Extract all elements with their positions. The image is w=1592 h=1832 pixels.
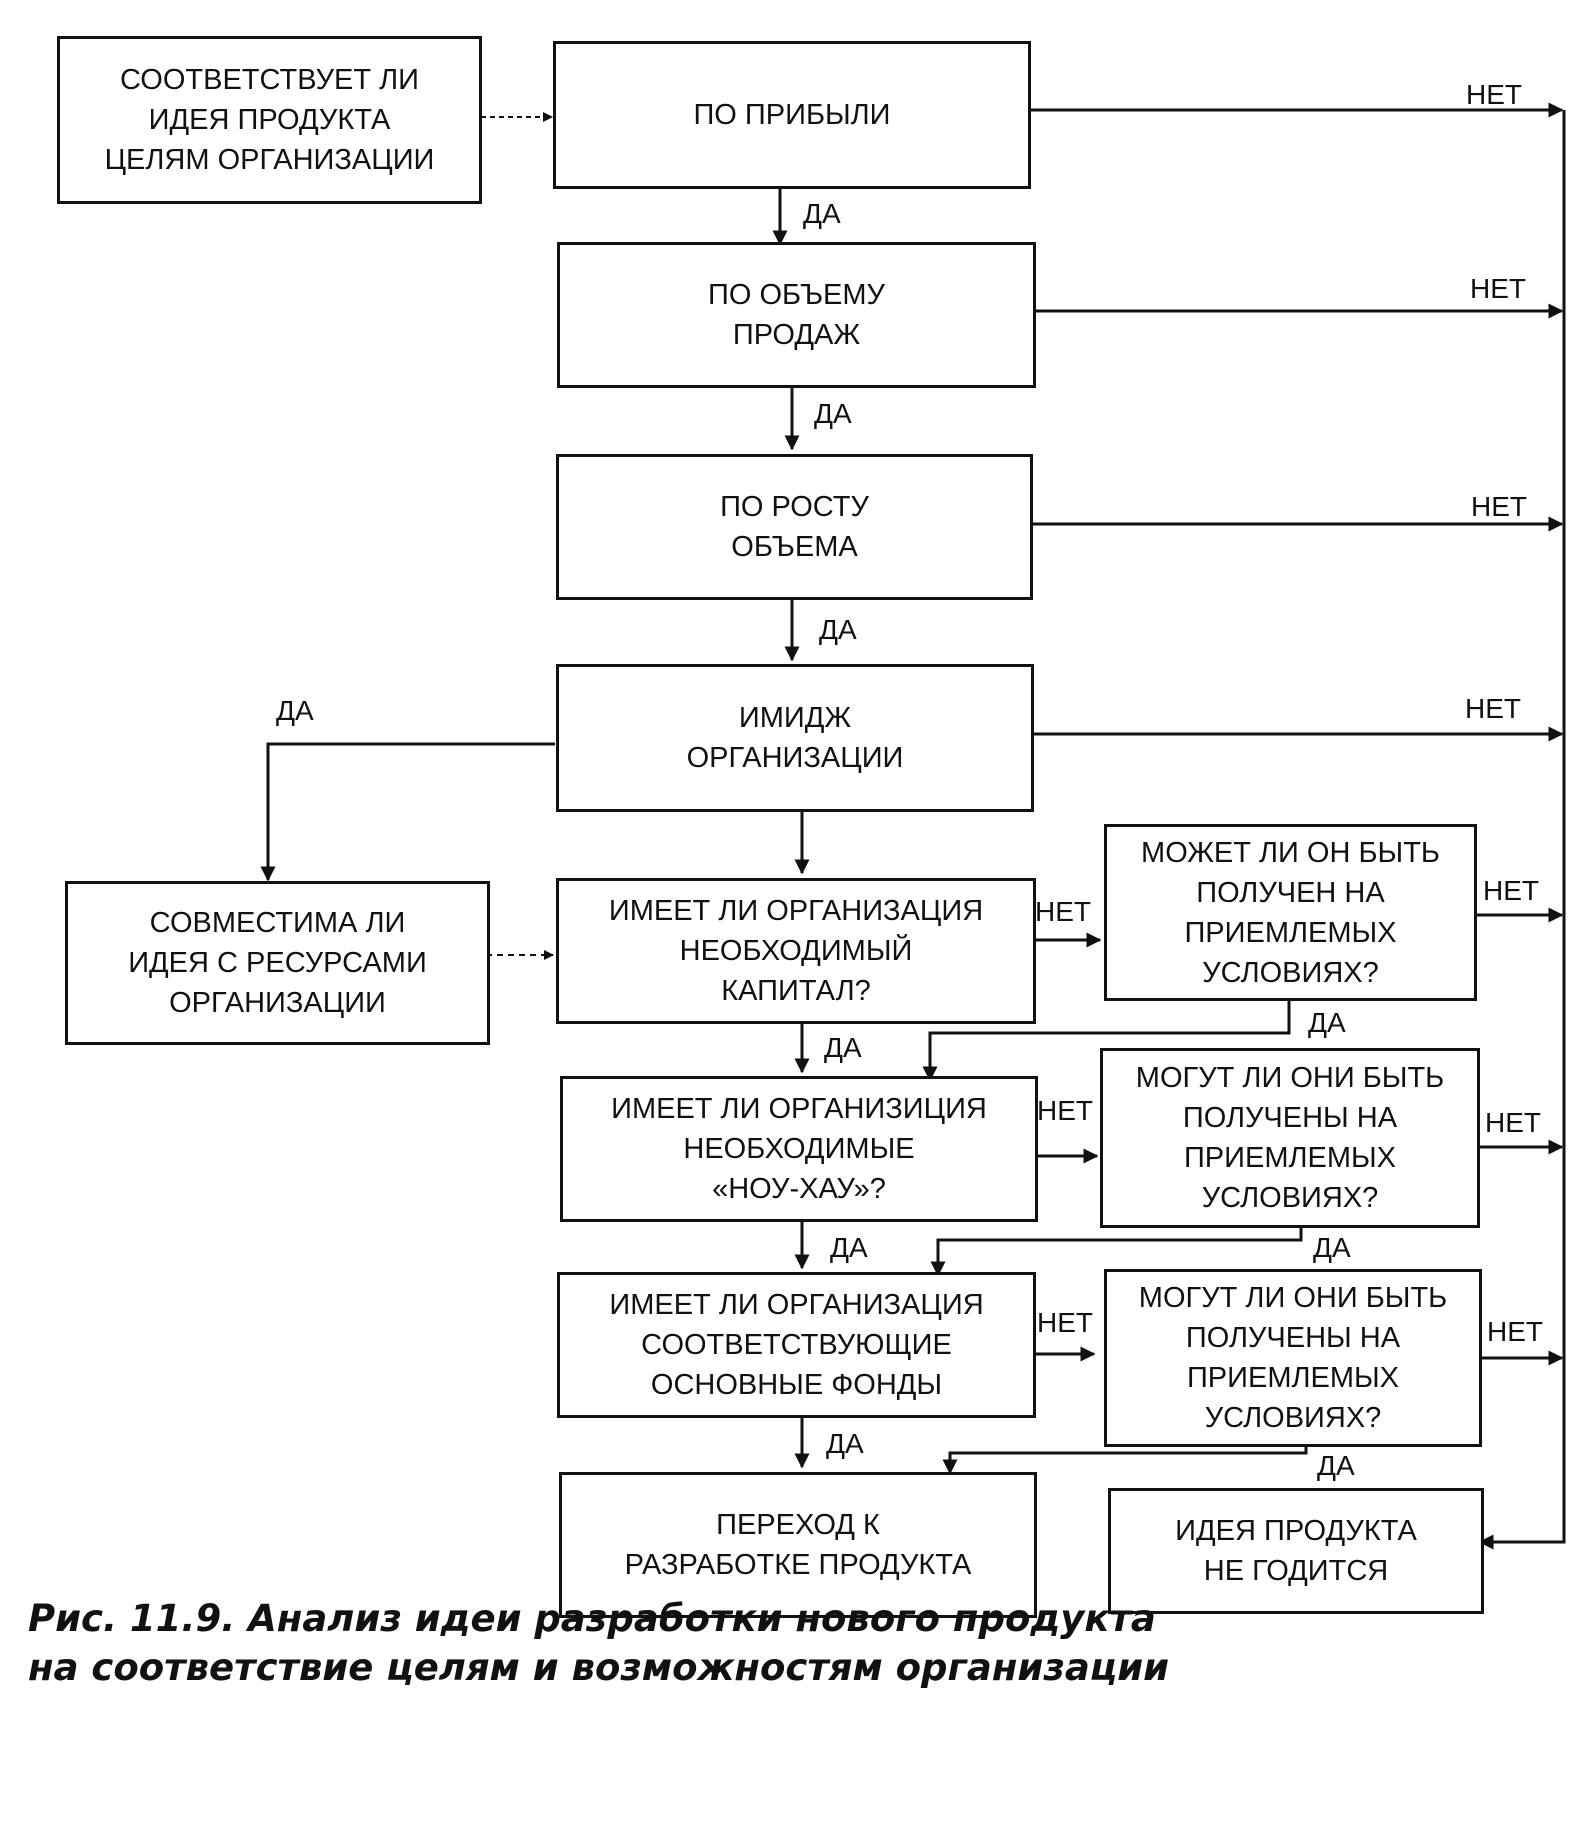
box-organization-image: ИМИДЖ ОРГАНИЗАЦИИ bbox=[556, 664, 1034, 812]
box-assets-terms-question: МОГУТ ЛИ ОНИ БЫТЬ ПОЛУЧЕНЫ НА ПРИЕМЛЕМЫХ… bbox=[1104, 1269, 1482, 1447]
box-by-sales-volume: ПО ОБЪЕМУ ПРОДАЖ bbox=[557, 242, 1036, 388]
label-no-knowhow: НЕТ bbox=[1037, 1095, 1093, 1126]
arrow-knowhow-terms-yes bbox=[930, 1225, 1303, 1277]
box-assets-question: ИМЕЕТ ЛИ ОРГАНИЗАЦИЯ СООТВЕТСТВУЮЩИЕ ОСН… bbox=[557, 1272, 1036, 1418]
label-no-sales: НЕТ bbox=[1470, 273, 1526, 304]
label-no-image: НЕТ bbox=[1465, 693, 1521, 724]
label-yes-knowhow: ДА bbox=[830, 1232, 868, 1263]
box-resources-question-text: СОВМЕСТИМА ЛИ ИДЕЯ С РЕСУРСАМИ ОРГАНИЗАЦ… bbox=[128, 907, 427, 1019]
figure-caption: Рис. 11.9. Анализ идеи разработки нового… bbox=[28, 1597, 1170, 1689]
box-knowhow-question: ИМЕЕТ ЛИ ОРГАНИЗИЦИЯ НЕОБХОДИМЫЕ «НОУ-ХА… bbox=[560, 1076, 1038, 1222]
box-idea-rejected: ИДЕЯ ПРОДУКТА НЕ ГОДИТСЯ bbox=[1108, 1488, 1484, 1614]
arrow-assets-terms-yes bbox=[942, 1445, 1308, 1475]
label-yes-image: ДА bbox=[276, 695, 314, 726]
arrow-image-to-resources bbox=[260, 742, 555, 882]
box-capital-question: ИМЕЕТ ЛИ ОРГАНИЗАЦИЯ НЕОБХОДИМЫЙ КАПИТАЛ… bbox=[556, 878, 1036, 1024]
box-capital-terms-question: МОЖЕТ ЛИ ОН БЫТЬ ПОЛУЧЕН НА ПРИЕМЛЕМЫХ У… bbox=[1104, 824, 1477, 1001]
box-knowhow-terms-question-text: МОГУТ ЛИ ОНИ БЫТЬ ПОЛУЧЕНЫ НА ПРИЕМЛЕМЫХ… bbox=[1135, 1062, 1445, 1214]
label-no-capital: НЕТ bbox=[1035, 896, 1091, 927]
box-go-to-development: ПЕРЕХОД К РАЗРАБОТКЕ ПРОДУКТА bbox=[559, 1472, 1037, 1618]
box-assets-terms-question-text: МОГУТ ЛИ ОНИ БЫТЬ ПОЛУЧЕНЫ НА ПРИЕМЛЕМЫХ… bbox=[1138, 1282, 1448, 1434]
label-no-capital-terms: НЕТ bbox=[1483, 875, 1539, 906]
label-yes-profit: ДА bbox=[803, 198, 841, 229]
label-yes-capital: ДА bbox=[824, 1032, 862, 1063]
label-yes-capital-terms: ДА bbox=[1308, 1007, 1346, 1038]
label-no-assets: НЕТ bbox=[1037, 1307, 1093, 1338]
label-yes-assets-terms: ДА bbox=[1317, 1450, 1355, 1481]
box-by-profit: ПО ПРИБЫЛИ bbox=[553, 41, 1031, 189]
box-assets-question-text: ИМЕЕТ ЛИ ОРГАНИЗАЦИЯ СООТВЕТСТВУЮЩИЕ ОСН… bbox=[609, 1289, 984, 1401]
box-organization-image-text: ИМИДЖ ОРГАНИЗАЦИИ bbox=[686, 702, 904, 774]
label-yes-knowhow-terms: ДА bbox=[1313, 1232, 1351, 1263]
box-go-to-development-text: ПЕРЕХОД К РАЗРАБОТКЕ ПРОДУКТА bbox=[624, 1509, 972, 1581]
label-no-profit: НЕТ bbox=[1466, 79, 1522, 110]
label-yes-growth: ДА bbox=[819, 614, 857, 645]
box-by-volume-growth: ПО РОСТУ ОБЪЕМА bbox=[556, 454, 1033, 600]
box-by-sales-volume-text: ПО ОБЪЕМУ ПРОДАЖ bbox=[708, 279, 885, 351]
box-start-question-text: СООТВЕТСТВУЕТ ЛИ ИДЕЯ ПРОДУКТА ЦЕЛЯМ ОРГ… bbox=[104, 64, 435, 176]
box-idea-rejected-text: ИДЕЯ ПРОДУКТА НЕ ГОДИТСЯ bbox=[1175, 1515, 1417, 1587]
bus-to-reject bbox=[1478, 110, 1566, 1550]
label-no-knowhow-terms: НЕТ bbox=[1485, 1107, 1541, 1138]
box-resources-question: СОВМЕСТИМА ЛИ ИДЕЯ С РЕСУРСАМИ ОРГАНИЗАЦ… bbox=[65, 881, 490, 1045]
box-capital-question-text: ИМЕЕТ ЛИ ОРГАНИЗАЦИЯ НЕОБХОДИМЫЙ КАПИТАЛ… bbox=[608, 895, 984, 1007]
label-yes-assets: ДА bbox=[826, 1428, 864, 1459]
arrow-capital-terms-yes bbox=[922, 1000, 1291, 1082]
label-no-assets-terms: НЕТ bbox=[1487, 1316, 1543, 1347]
box-knowhow-terms-question: МОГУТ ЛИ ОНИ БЫТЬ ПОЛУЧЕНЫ НА ПРИЕМЛЕМЫХ… bbox=[1100, 1048, 1480, 1228]
box-knowhow-question-text: ИМЕЕТ ЛИ ОРГАНИЗИЦИЯ НЕОБХОДИМЫЕ «НОУ-ХА… bbox=[611, 1093, 987, 1205]
box-start-question: СООТВЕТСТВУЕТ ЛИ ИДЕЯ ПРОДУКТА ЦЕЛЯМ ОРГ… bbox=[57, 36, 482, 204]
box-by-volume-growth-text: ПО РОСТУ ОБЪЕМА bbox=[720, 491, 869, 563]
label-no-growth: НЕТ bbox=[1471, 491, 1527, 522]
label-yes-sales: ДА bbox=[814, 398, 852, 429]
box-capital-terms-question-text: МОЖЕТ ЛИ ОН БЫТЬ ПОЛУЧЕН НА ПРИЕМЛЕМЫХ У… bbox=[1141, 836, 1440, 989]
box-by-profit-text: ПО ПРИБЫЛИ bbox=[693, 99, 891, 131]
